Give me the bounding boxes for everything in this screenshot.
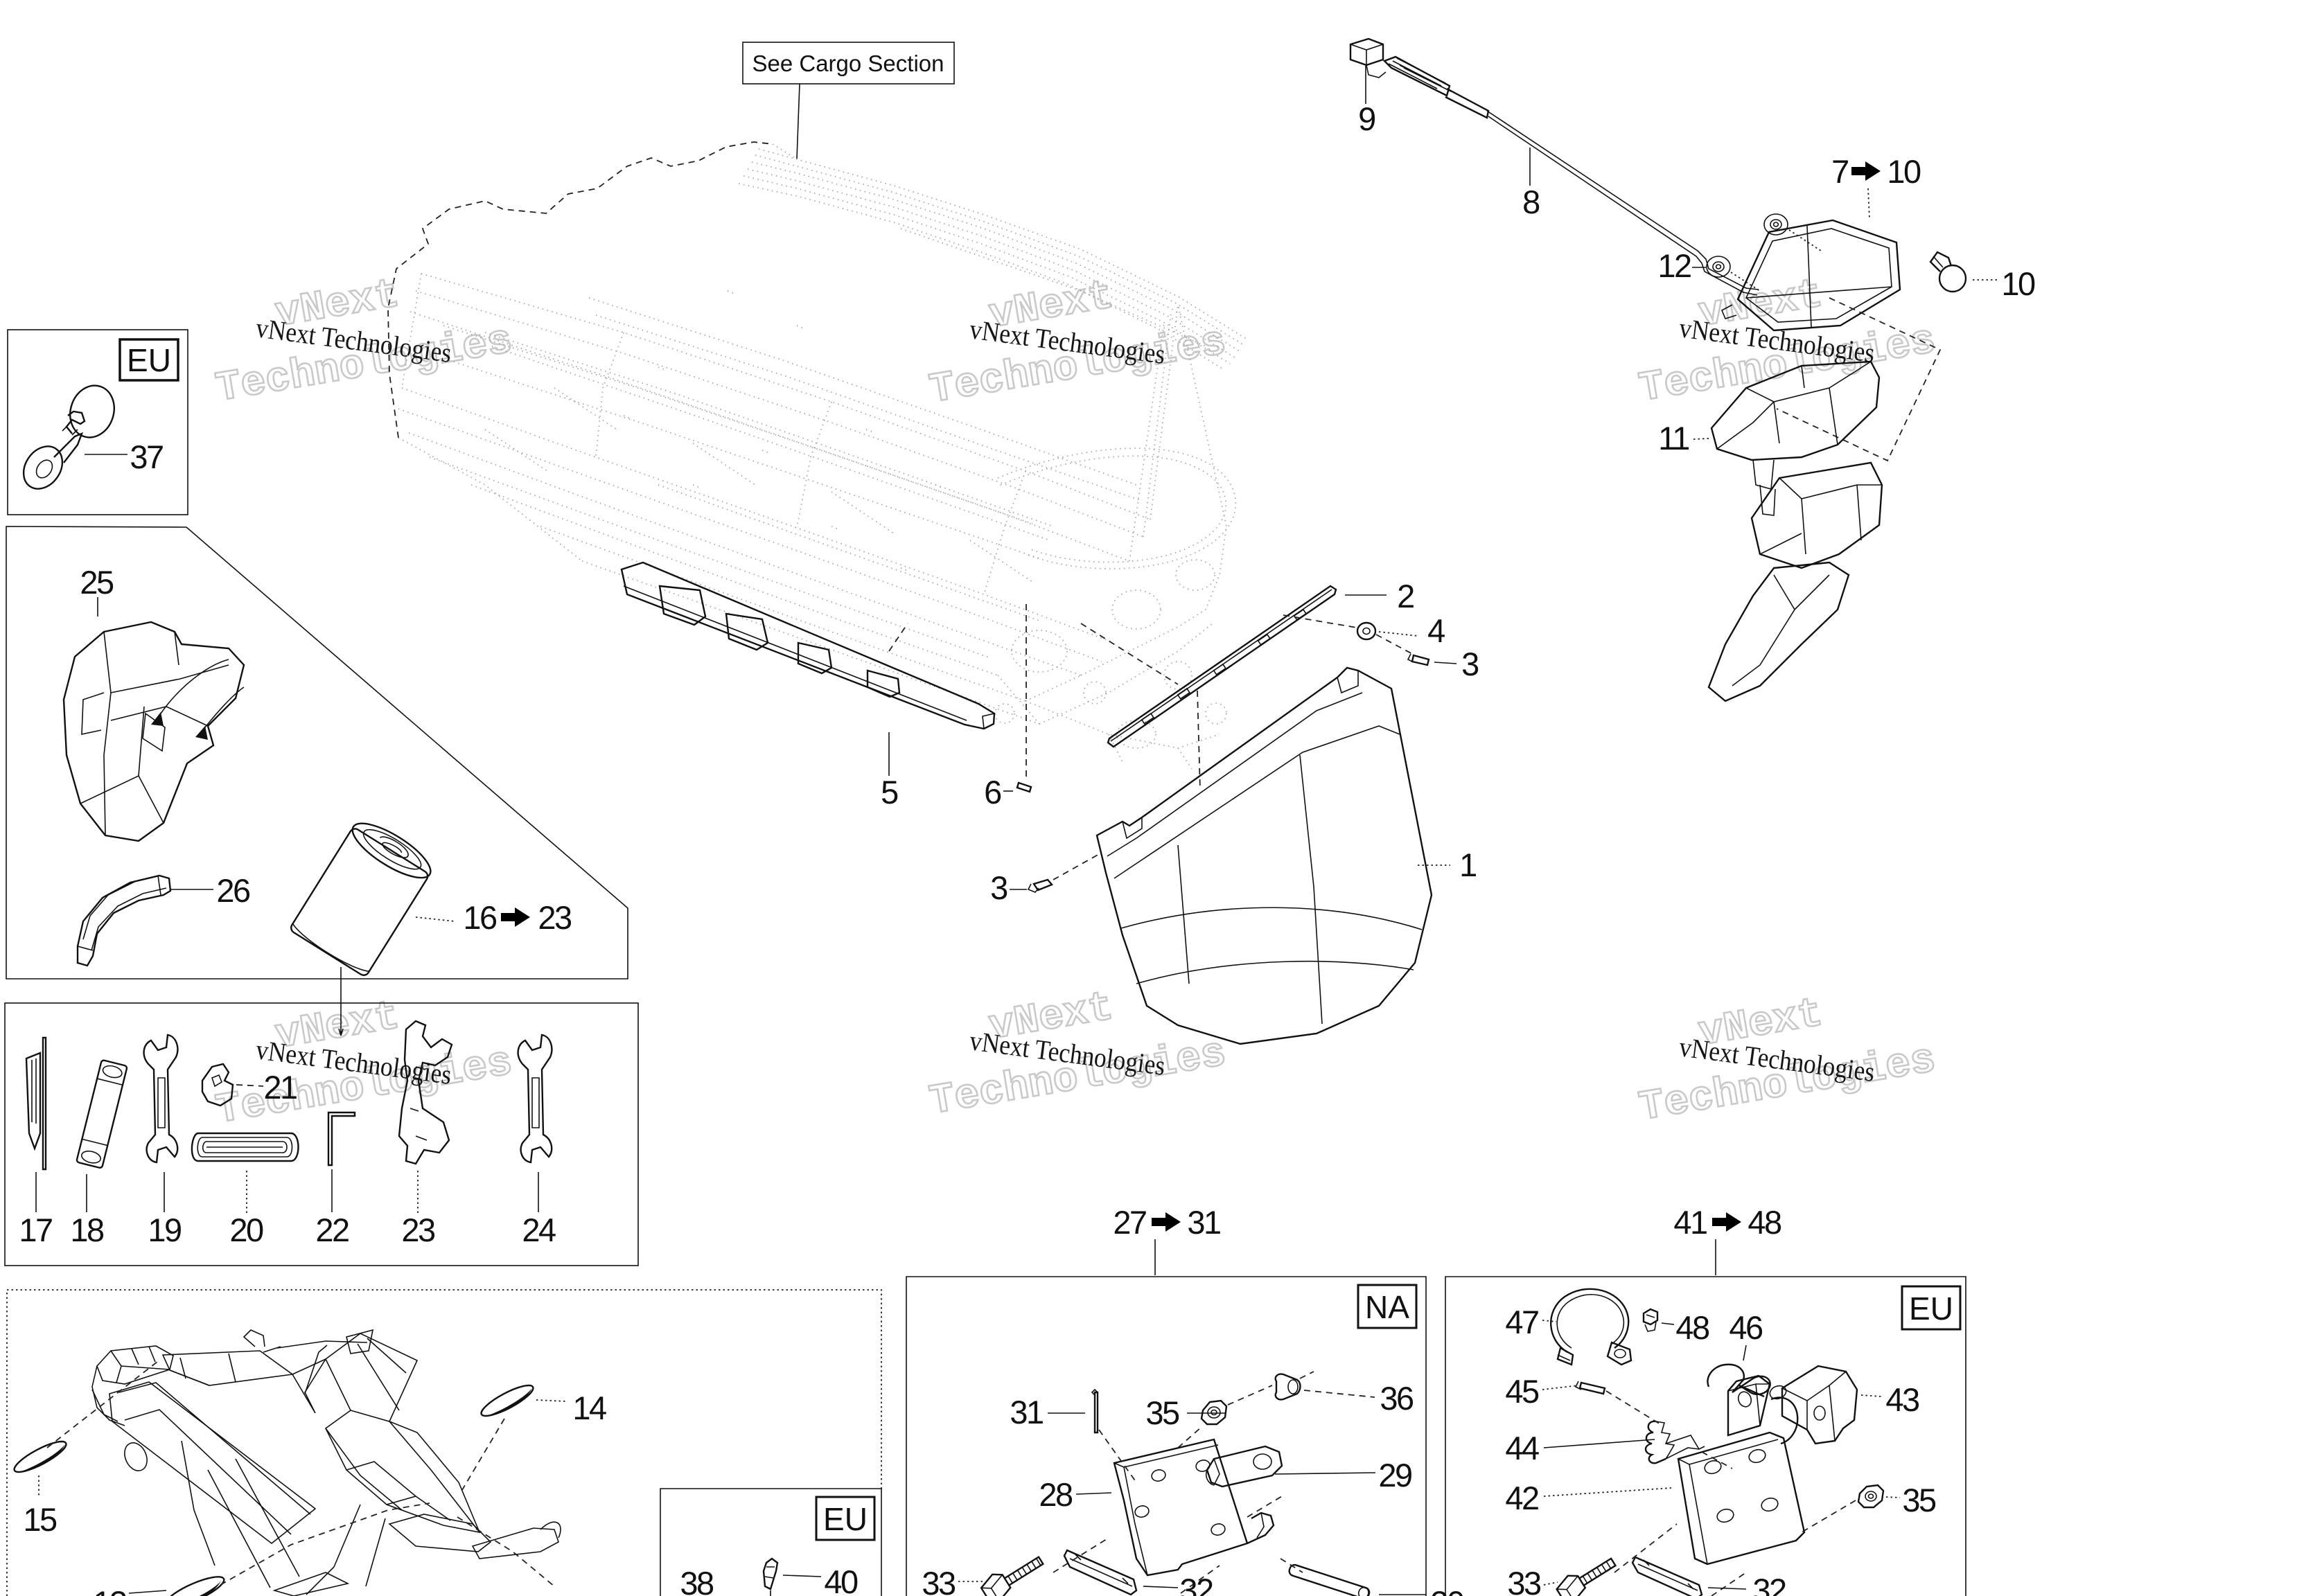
svg-text:32: 32 xyxy=(1179,1572,1213,1596)
svg-text:19: 19 xyxy=(148,1212,181,1248)
svg-text:9: 9 xyxy=(1358,100,1375,137)
svg-text:26: 26 xyxy=(216,872,250,909)
svg-text:31: 31 xyxy=(1010,1394,1043,1430)
svg-text:47: 47 xyxy=(1505,1304,1538,1340)
svg-text:36: 36 xyxy=(1380,1380,1414,1417)
svg-text:44: 44 xyxy=(1505,1430,1539,1466)
svg-text:EU: EU xyxy=(127,342,171,378)
svg-text:13: 13 xyxy=(93,1584,127,1596)
svg-text:32: 32 xyxy=(1752,1572,1786,1596)
svg-text:29: 29 xyxy=(1378,1457,1411,1493)
svg-text:23: 23 xyxy=(538,899,572,936)
svg-text:31: 31 xyxy=(1187,1204,1220,1241)
svg-text:5: 5 xyxy=(881,774,898,810)
svg-text:48: 48 xyxy=(1675,1309,1709,1346)
svg-text:4: 4 xyxy=(1427,612,1445,649)
svg-text:41: 41 xyxy=(1673,1204,1707,1241)
svg-text:EU: EU xyxy=(1909,1291,1953,1327)
svg-text:20: 20 xyxy=(229,1212,263,1248)
svg-text:25: 25 xyxy=(80,564,114,601)
svg-text:10: 10 xyxy=(1887,153,1921,190)
svg-text:2: 2 xyxy=(1397,578,1414,614)
svg-text:NA: NA xyxy=(1365,1289,1409,1325)
svg-text:8: 8 xyxy=(1522,184,1540,220)
svg-text:1: 1 xyxy=(1459,846,1476,883)
svg-text:10: 10 xyxy=(2001,265,2035,302)
svg-text:11: 11 xyxy=(1658,420,1689,456)
svg-text:17: 17 xyxy=(19,1212,52,1248)
svg-text:27: 27 xyxy=(1113,1204,1146,1241)
svg-text:21: 21 xyxy=(263,1069,297,1106)
svg-text:7: 7 xyxy=(1831,153,1848,190)
svg-text:37: 37 xyxy=(130,438,163,475)
svg-text:33: 33 xyxy=(1507,1565,1541,1596)
svg-text:23: 23 xyxy=(401,1212,435,1248)
svg-text:40: 40 xyxy=(824,1563,858,1596)
svg-text:24: 24 xyxy=(522,1212,556,1248)
svg-text:46: 46 xyxy=(1729,1309,1763,1346)
svg-text:35: 35 xyxy=(1145,1394,1179,1431)
svg-text:3: 3 xyxy=(990,869,1007,906)
svg-text:See Cargo Section: See Cargo Section xyxy=(752,51,944,76)
svg-text:EU: EU xyxy=(823,1501,868,1537)
svg-text:48: 48 xyxy=(1748,1204,1781,1241)
svg-text:42: 42 xyxy=(1505,1480,1538,1516)
svg-text:15: 15 xyxy=(23,1501,57,1538)
svg-text:33: 33 xyxy=(922,1565,956,1596)
svg-text:18: 18 xyxy=(70,1212,104,1248)
svg-text:35: 35 xyxy=(1902,1482,1936,1518)
svg-text:3: 3 xyxy=(1461,646,1479,682)
svg-text:43: 43 xyxy=(1885,1381,1919,1418)
svg-text:45: 45 xyxy=(1505,1373,1539,1410)
svg-text:22: 22 xyxy=(315,1212,349,1248)
svg-text:28: 28 xyxy=(1039,1476,1073,1513)
svg-text:14: 14 xyxy=(572,1390,606,1426)
svg-text:6: 6 xyxy=(984,774,1001,810)
svg-text:30: 30 xyxy=(1430,1584,1464,1596)
svg-text:38: 38 xyxy=(680,1565,714,1596)
svg-text:16: 16 xyxy=(463,899,497,936)
svg-text:12: 12 xyxy=(1657,247,1691,284)
